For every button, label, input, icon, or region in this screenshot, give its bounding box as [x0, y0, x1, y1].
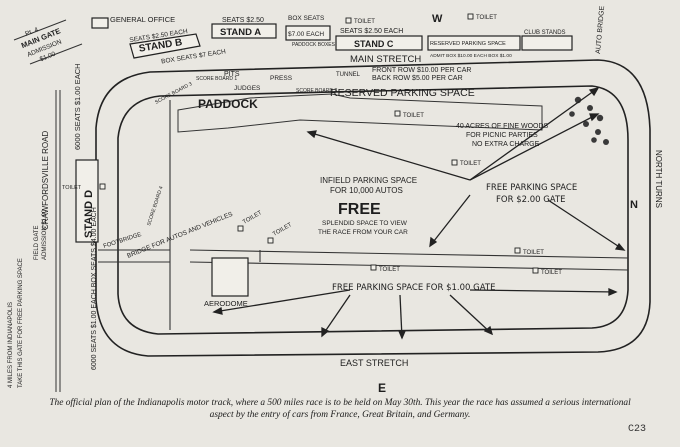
- road-label: CRAWFORDSVILLE ROAD: [41, 131, 50, 230]
- stand-d-bottom-label: 6000 SEATS $1.00 EACH BOX SEATS $4.00 EA…: [91, 207, 98, 370]
- stand-d-top-label: 6000 SEATS $1.00 EACH: [73, 63, 82, 150]
- toilet-label: TOILET: [541, 270, 562, 276]
- pits-label: PITS: [224, 71, 240, 78]
- back-row-label: BACK ROW $5.00 PER CAR: [372, 75, 463, 82]
- club-stands-box: [521, 35, 573, 51]
- east-stretch-label: EAST STRETCH: [340, 358, 408, 368]
- tunnel-label: TUNNEL: [336, 72, 361, 78]
- compass-east: E: [378, 381, 386, 395]
- reserved-parking-label: RESERVED PARKING SPACE: [330, 87, 475, 99]
- front-row-label: FRONT ROW $10.00 PER CAR: [372, 67, 471, 74]
- stand-blocks: [75, 17, 573, 297]
- compass-north: N: [630, 199, 638, 211]
- infield-roads: [169, 100, 629, 330]
- scoreboard-3: SCORE BOARD 3: [154, 81, 193, 106]
- stand-b-box: [129, 33, 201, 59]
- infield-line-1: INFIELD PARKING SPACE: [320, 176, 417, 185]
- woods-line-3: NO EXTRA CHARGE: [472, 141, 540, 148]
- scoreboard-2: SCORE BOARD 2: [296, 88, 337, 94]
- stand-a-seats-label: SEATS $2.50: [222, 17, 264, 24]
- reserved-parking-box: [427, 35, 521, 51]
- general-office-box: [91, 17, 109, 29]
- woods-trees: [569, 96, 609, 145]
- toilet-label: TOILET: [62, 185, 82, 191]
- aerodome-box: [211, 257, 249, 297]
- toilet-label: TOILET: [523, 250, 544, 256]
- toilet-label: TOILET: [379, 267, 400, 273]
- plate-number: C23: [628, 424, 647, 435]
- toilet-label: TOILET: [354, 19, 375, 25]
- toilet-markers: [99, 13, 539, 274]
- main-gate-label: Pt. 4 MAIN GATE ADMISSION $1.00: [20, 26, 63, 63]
- stand-a-box: [211, 23, 277, 39]
- paddock-area: [177, 93, 543, 133]
- track-inner-edge: [117, 85, 629, 335]
- scoreboard-4: SCORE BOARD 4: [146, 185, 164, 226]
- footbridge-label: FOOTBRIDGE: [103, 232, 143, 250]
- compass-west: W: [432, 13, 443, 25]
- woods-line-2: FOR PICNIC PARTIES: [466, 132, 538, 139]
- box-seats-top-price: $7.00 EACH: [288, 31, 324, 38]
- infield-line-2: FOR 10,000 AUTOS: [330, 186, 403, 195]
- free-parking-1: FREE PARKING SPACE FOR $1.00 GATE: [332, 283, 495, 293]
- scoreboard-1: SCORE BOARD 1: [196, 76, 237, 82]
- toilet-label: TOILET: [242, 210, 263, 226]
- box-seats-top-label: BOX SEATS: [288, 15, 325, 22]
- stand-d-box: [75, 159, 99, 243]
- club-stands-label: CLUB STANDS: [524, 30, 566, 36]
- stand-c-seats-label: SEATS $2.50 EACH: [340, 28, 403, 35]
- stand-d-label: STAND D: [83, 190, 95, 238]
- toilet-label: TOILET: [476, 15, 497, 21]
- road-lines: [13, 19, 170, 392]
- splendid-line-1: SPLENDID SPACE TO VIEW: [322, 220, 408, 227]
- svg-text:Pt. 4: Pt. 4: [24, 26, 39, 38]
- auto-bridge-label: AUTO BRIDGE: [595, 5, 606, 54]
- free-parking-2-line-1: FREE PARKING SPACE: [486, 183, 577, 193]
- stand-c-box: [335, 35, 423, 51]
- main-stretch-label: MAIN STRETCH: [350, 54, 421, 65]
- club-stands-price: ADMIT BOX $10.00 EACH BOX $1.00: [430, 53, 512, 59]
- free-label: FREE: [338, 201, 381, 218]
- track-outline: [95, 59, 651, 357]
- paddock-boxes-label: PADDOCK BOXES: [292, 42, 336, 48]
- arrows: [212, 86, 626, 340]
- free-parking-2-line-2: FOR $2.00 GATE: [496, 195, 566, 205]
- field-gate-label: FIELD GATE: [34, 225, 40, 260]
- woods-line-1: 40 ACRES OF FINE WOODS: [456, 123, 549, 130]
- track-outer-edge: [95, 59, 651, 357]
- miles-label: 4 MILES FROM INDIANAPOLIS: [8, 302, 14, 388]
- reserved-parking-short: RESERVED PARKING SPACE: [430, 41, 506, 47]
- paddock-label: PADDOCK: [198, 97, 258, 111]
- toilet-label: TOILET: [403, 113, 424, 119]
- box-seats-top: [285, 25, 331, 41]
- north-turns-label: NORTH TURNS: [654, 150, 663, 208]
- toilet-label: TOILET: [272, 222, 293, 238]
- stand-c-label: STAND C: [354, 39, 394, 49]
- aerodome-label: AERODOME: [204, 299, 248, 308]
- general-office-label: GENERAL OFFICE: [110, 15, 175, 24]
- toilet-label: TOILET: [460, 161, 481, 167]
- bridge-autos-label: BRIDGE FOR AUTOS AND VEHICLES: [126, 211, 234, 260]
- splendid-line-2: THE RACE FROM YOUR CAR: [318, 229, 408, 236]
- take-gate-label: TAKE THIS GATE FOR FREE PARKING SPACE: [18, 258, 24, 388]
- admission-side-label: ADMISSION $1.00: [42, 209, 48, 260]
- press-label: PRESS: [270, 75, 293, 82]
- judges-label: JUDGES: [234, 85, 261, 92]
- map-caption: The official plan of the Indianapolis mo…: [49, 398, 631, 420]
- stand-a-label: STAND A: [220, 27, 261, 38]
